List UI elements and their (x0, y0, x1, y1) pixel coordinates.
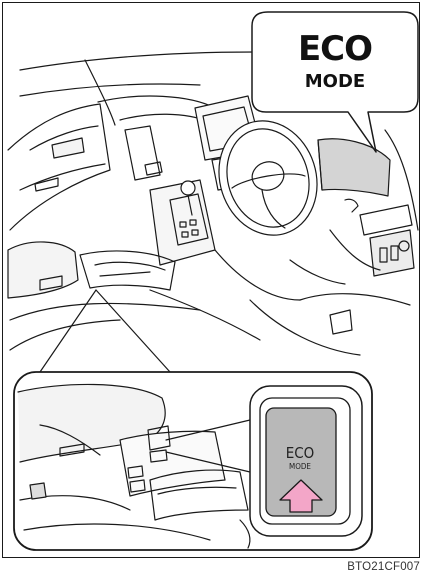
callout-eco-text: ECO (252, 32, 418, 66)
image-code: BTO21CF007 (347, 561, 420, 573)
callout-mode-text: MODE (252, 72, 418, 92)
eco-mode-callout-text: ECO MODE (252, 12, 418, 114)
switch-eco-label: ECO (268, 445, 332, 461)
switch-mode-label: MODE (268, 462, 332, 472)
